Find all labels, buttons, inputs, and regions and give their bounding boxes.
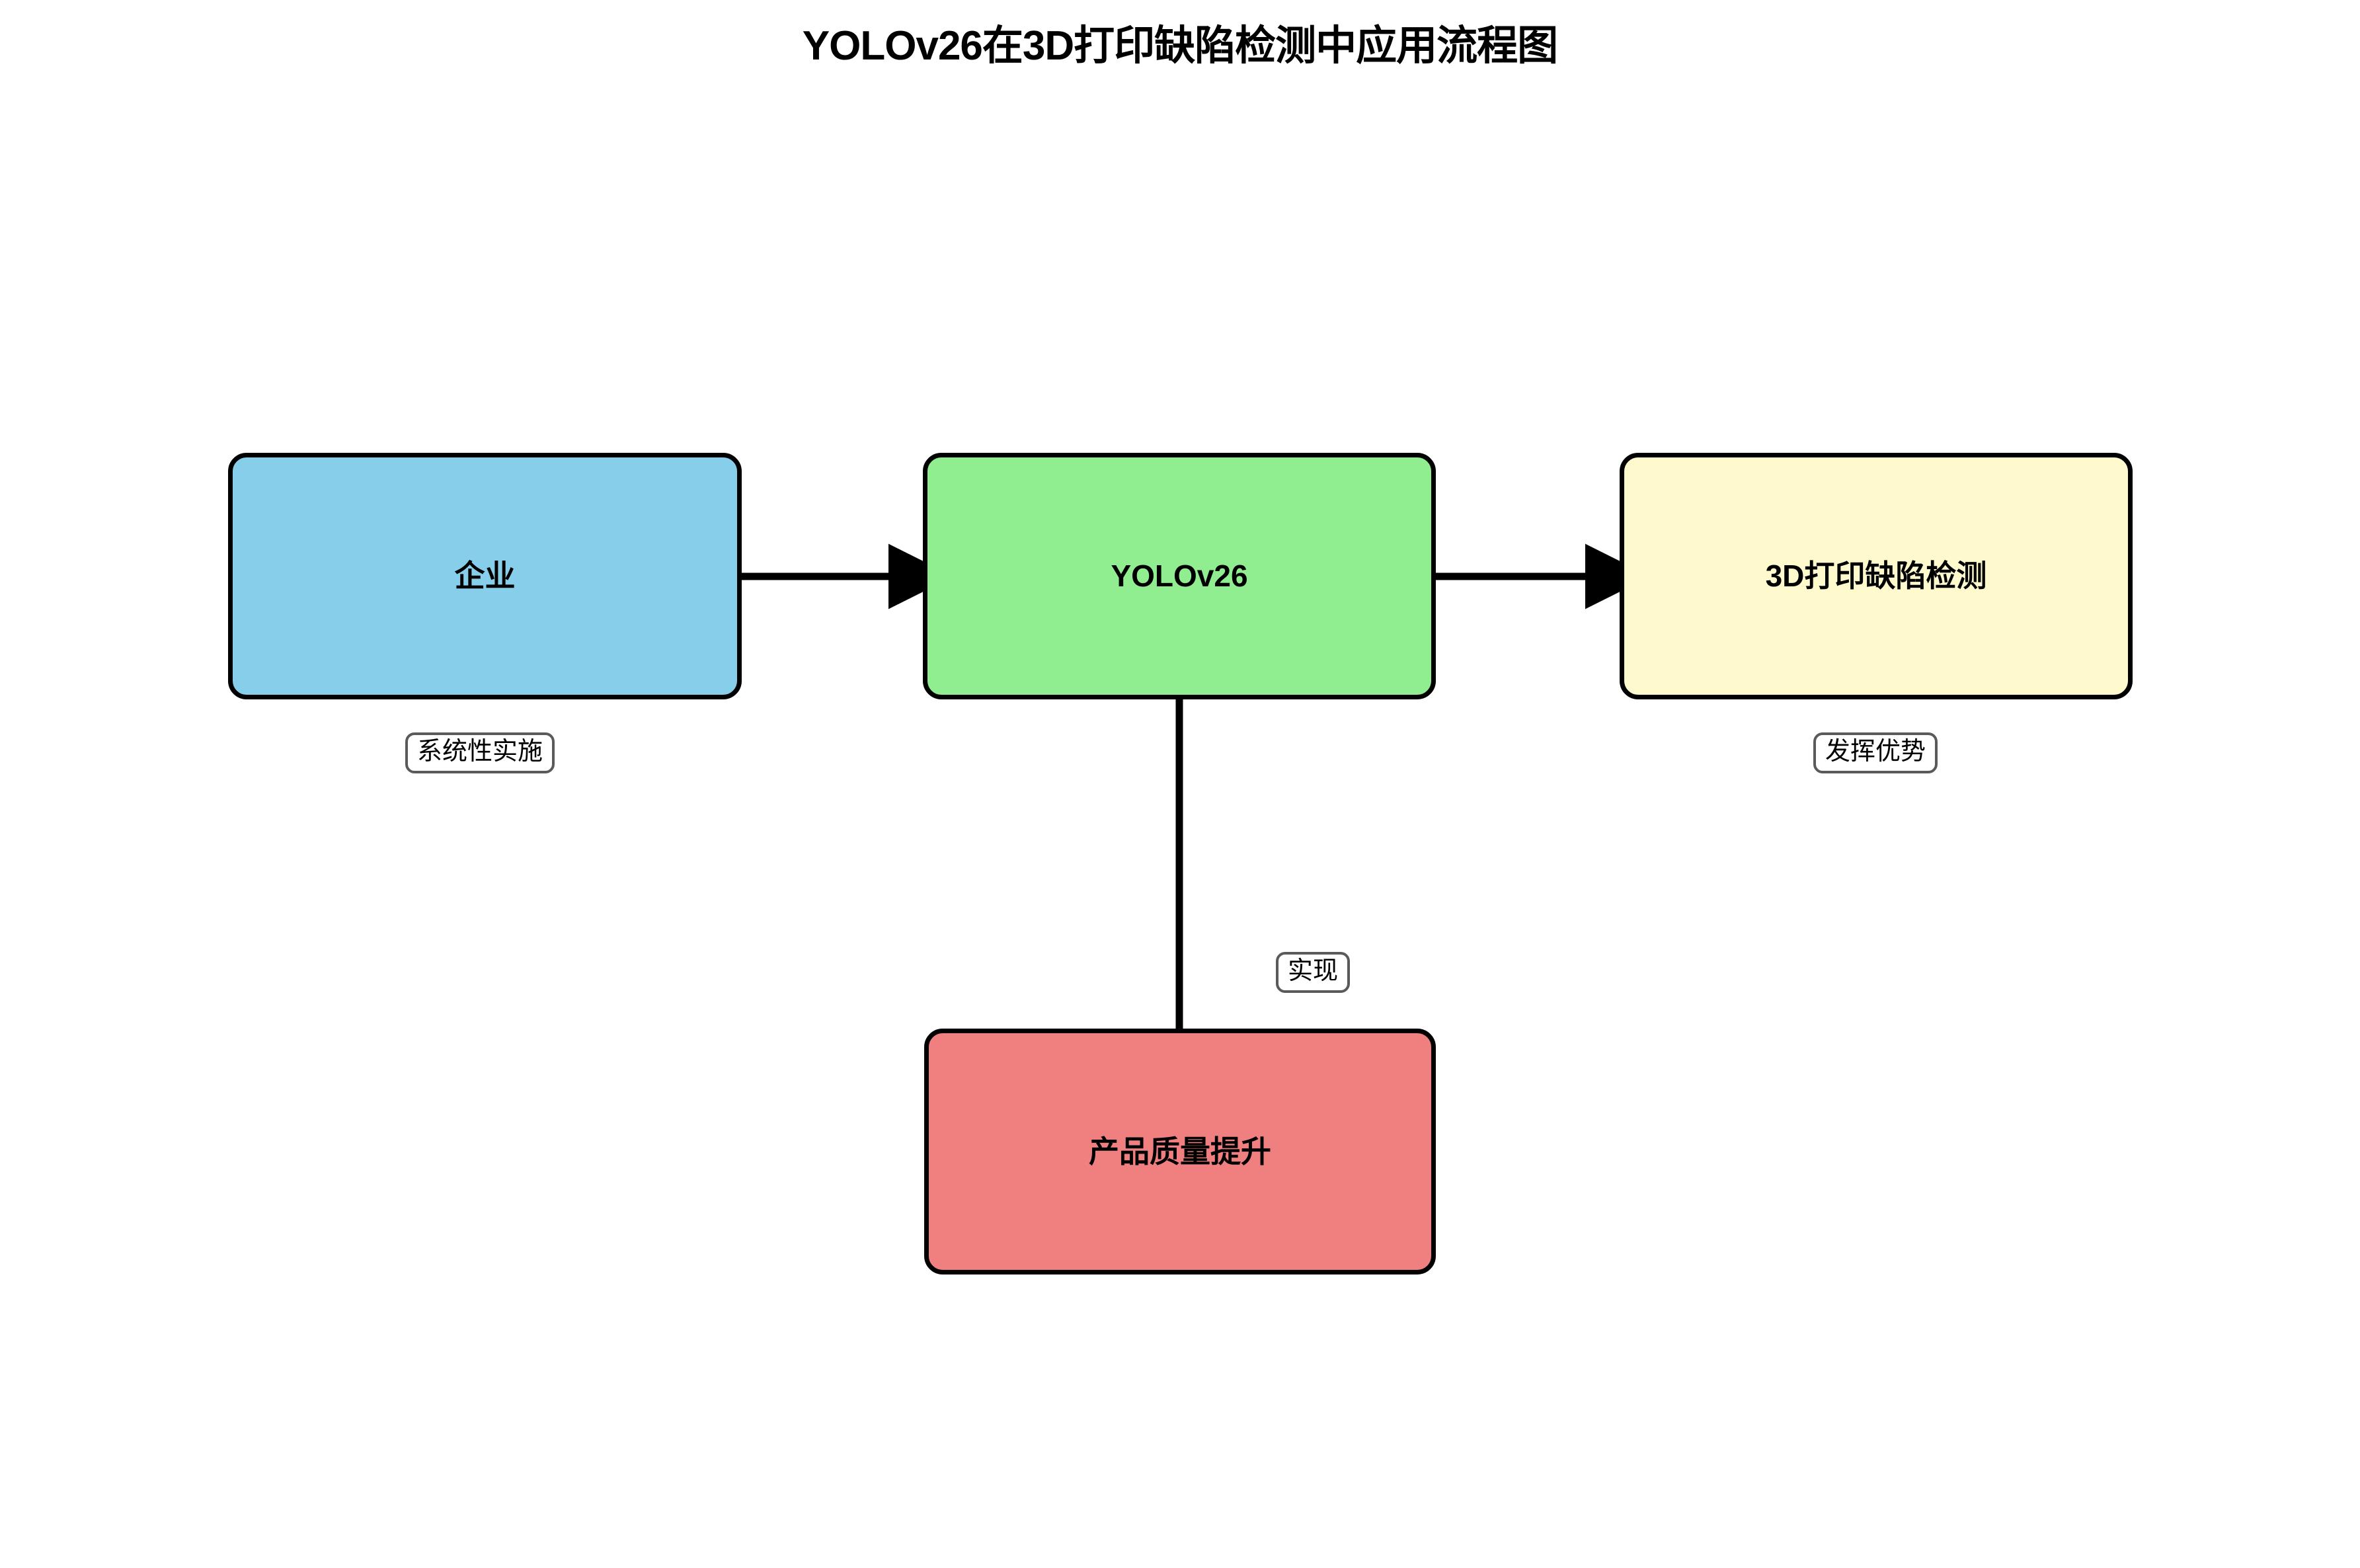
- node-enterprise-label: 企业: [454, 559, 516, 594]
- edge-label-realize: 实现: [1276, 952, 1351, 993]
- node-quality-improvement[interactable]: 产品质量提升: [924, 1029, 1436, 1274]
- edge-label-systematic-implementation: 系统性实施: [405, 732, 555, 773]
- node-enterprise[interactable]: 企业: [228, 453, 742, 699]
- node-defect-detection[interactable]: 3D打印缺陷检测: [1620, 453, 2133, 699]
- node-yolov26-label: YOLOv26: [1111, 559, 1248, 594]
- node-yolov26[interactable]: YOLOv26: [923, 453, 1436, 699]
- page-title: YOLOv26在3D打印缺陷检测中应用流程图: [802, 23, 1558, 69]
- node-quality-improvement-label: 产品质量提升: [1089, 1134, 1271, 1169]
- node-defect-detection-label: 3D打印缺陷检测: [1765, 559, 1987, 594]
- edge-label-leverage-advantage: 发挥优势: [1813, 732, 1938, 773]
